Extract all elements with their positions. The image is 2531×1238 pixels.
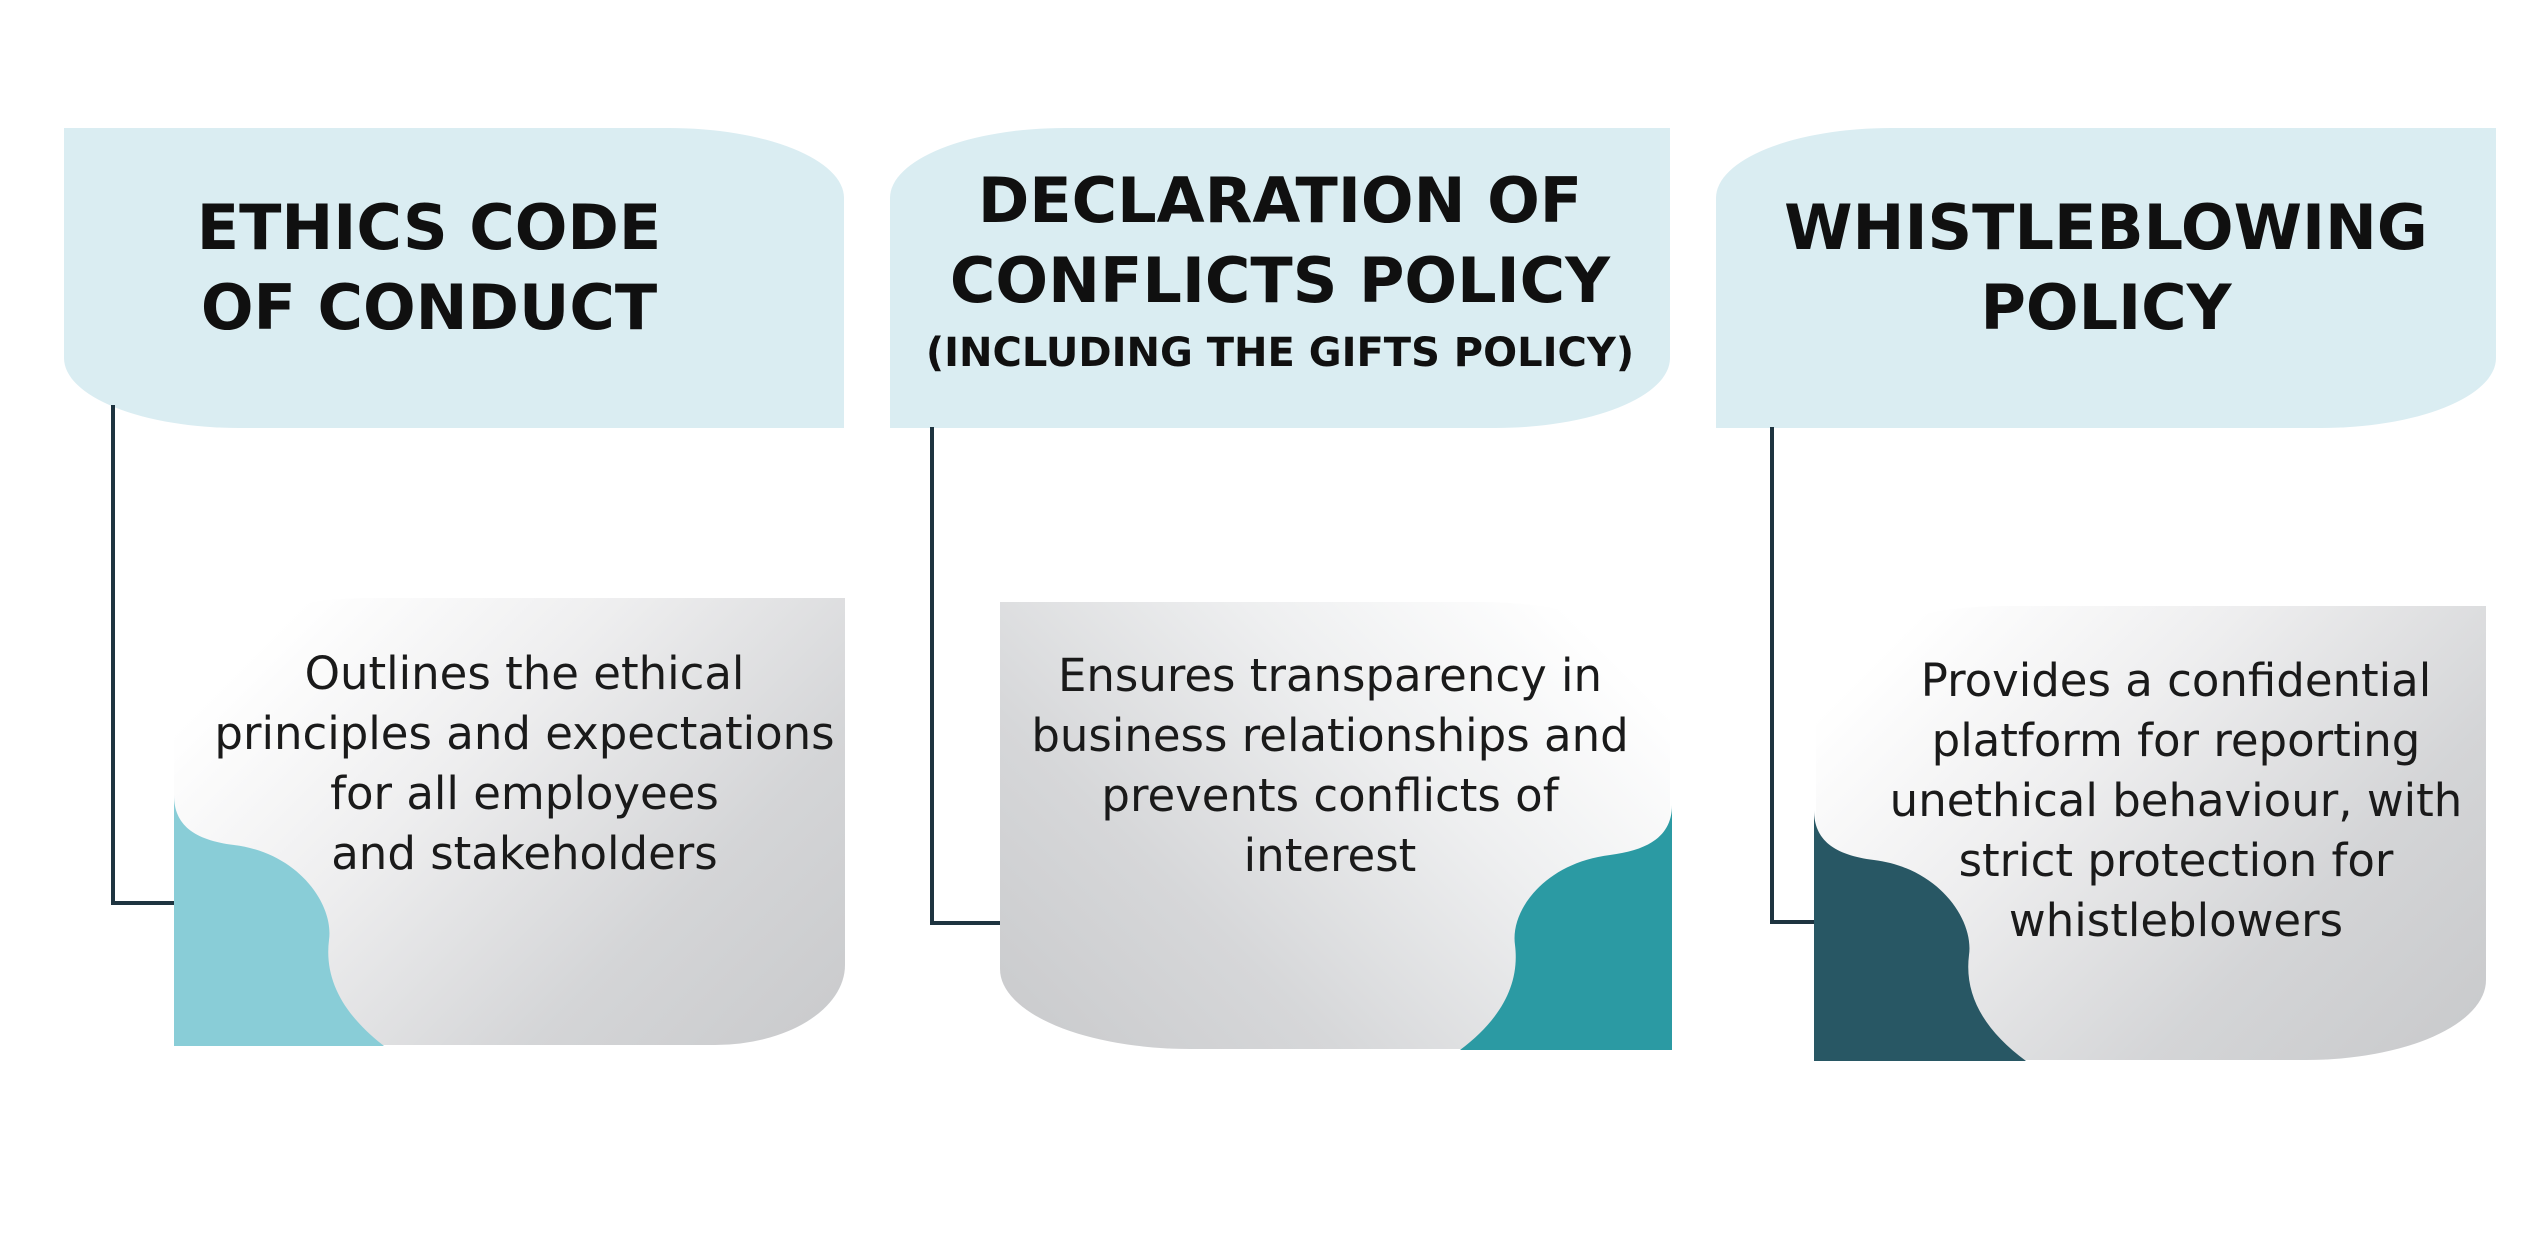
ethics-code-title: ETHICS CODE OF CONDUCT [197, 188, 662, 348]
conflicts-policy-description-panel: Ensures transparency in business relatio… [1000, 602, 1670, 1049]
description-line: for all employees [330, 767, 719, 820]
description-line: interest [1243, 828, 1417, 882]
description-line: whistleblowers [2008, 893, 2344, 947]
description-line: strict protection for [1958, 833, 2394, 887]
whistleblowing-policy-description-panel: Provides a confidential platform for rep… [1816, 606, 2486, 1060]
conflicts-policy-connector [930, 427, 1000, 925]
title-line: CONFLICTS POLICY [949, 244, 1611, 317]
description-line: platform for reporting [1931, 713, 2421, 767]
subtitle-line: (INCLUDING THE GIFTS POLICY) [925, 330, 1635, 376]
conflicts-policy-header: DECLARATION OF CONFLICTS POLICY (INCLUDI… [890, 128, 1670, 428]
whistleblowing-policy-description: Provides a confidential platform for rep… [1890, 651, 2463, 951]
ethics-code-connector [111, 405, 181, 905]
whistleblowing-policy-title: WHISTLEBLOWING POLICY [1784, 188, 2428, 348]
ethics-code-accent-shape [174, 795, 384, 1046]
description-line: business relationships and [1031, 708, 1629, 762]
whistleblowing-policy-header: WHISTLEBLOWING POLICY [1716, 128, 2496, 428]
conflicts-policy-accent-shape [1460, 805, 1672, 1050]
title-line: OF CONDUCT [200, 271, 658, 344]
description-line: Provides a confidential [1920, 653, 2432, 707]
description-line: and stakeholders [331, 827, 718, 880]
description-line: principles and expectations [214, 707, 835, 760]
title-line: ETHICS CODE [196, 191, 662, 264]
conflicts-policy-description: Ensures transparency in business relatio… [1031, 646, 1628, 886]
ethics-code-header: ETHICS CODE OF CONDUCT [64, 128, 844, 428]
title-line: WHISTLEBLOWING [1784, 191, 2428, 264]
description-line: Outlines the ethical [304, 647, 745, 700]
ethics-code-description: Outlines the ethical principles and expe… [214, 644, 834, 884]
whistleblowing-policy-connector [1770, 427, 1840, 924]
title-line: POLICY [1980, 271, 2232, 344]
whistleblowing-policy-accent-shape [1814, 810, 2026, 1061]
description-line: unethical behaviour, with [1889, 773, 2463, 827]
description-line: prevents conflicts of [1101, 768, 1559, 822]
title-line: DECLARATION OF [977, 164, 1583, 237]
description-line: Ensures transparency in [1057, 648, 1603, 702]
conflicts-policy-title: DECLARATION OF CONFLICTS POLICY (INCLUDI… [926, 161, 1634, 385]
